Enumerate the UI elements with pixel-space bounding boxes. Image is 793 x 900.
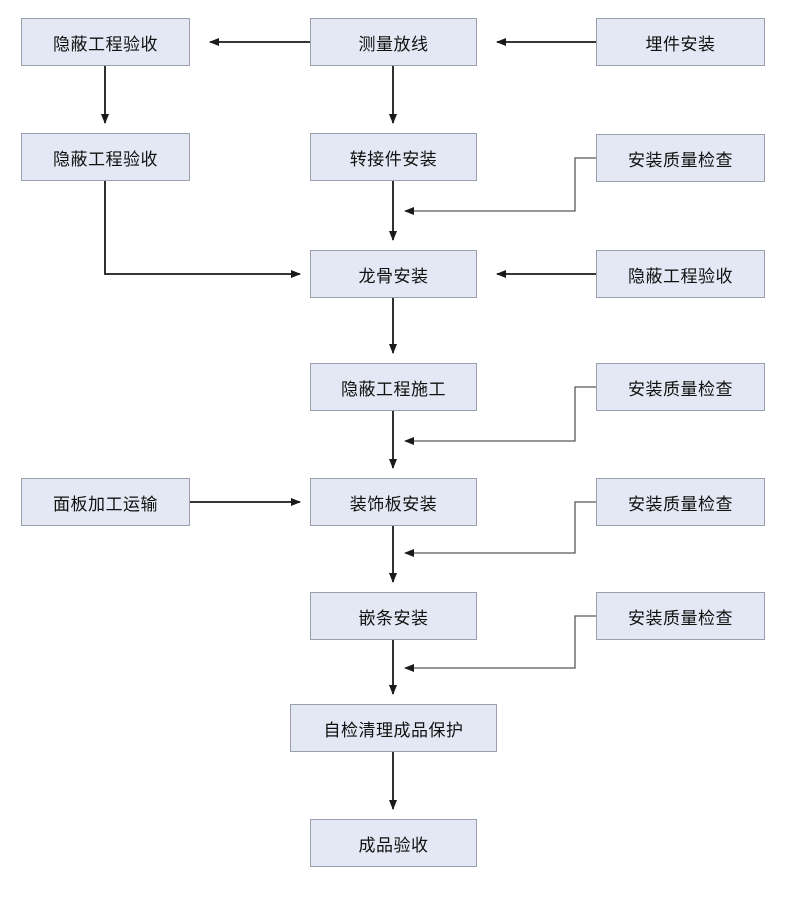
flow-node-n16[interactable]: 自检清理成品保护 <box>290 704 497 752</box>
flow-node-label: 安装质量检查 <box>628 608 733 628</box>
flow-node-label: 安装质量检查 <box>628 379 733 399</box>
flow-node-n9[interactable]: 隐蔽工程施工 <box>310 363 477 411</box>
flow-node-n2[interactable]: 测量放线 <box>310 18 477 66</box>
flow-node-label: 隐蔽工程验收 <box>628 266 733 286</box>
connector-e13 <box>404 501 596 557</box>
flow-node-n5[interactable]: 转接件安装 <box>310 133 477 181</box>
flow-node-label: 面板加工运输 <box>53 494 158 514</box>
flow-node-label: 龙骨安装 <box>358 266 429 286</box>
flow-node-n17[interactable]: 成品验收 <box>310 819 477 867</box>
flow-node-label: 测量放线 <box>358 34 429 54</box>
flow-node-n8[interactable]: 隐蔽工程验收 <box>596 250 765 298</box>
flow-node-n7[interactable]: 龙骨安装 <box>310 250 477 298</box>
flow-node-label: 隐蔽工程验收 <box>53 149 158 169</box>
flow-node-n4[interactable]: 隐蔽工程验收 <box>21 133 190 181</box>
flow-node-n1[interactable]: 隐蔽工程验收 <box>21 18 190 66</box>
flow-node-n3[interactable]: 埋件安装 <box>596 18 765 66</box>
flow-node-n11[interactable]: 面板加工运输 <box>21 478 190 526</box>
flow-node-label: 装饰板安装 <box>349 494 438 514</box>
connector-e10 <box>404 386 596 445</box>
flow-node-n6[interactable]: 安装质量检查 <box>596 134 765 182</box>
flow-node-label: 安装质量检查 <box>628 150 733 170</box>
flow-node-label: 成品验收 <box>358 835 429 855</box>
flow-node-n13[interactable]: 安装质量检查 <box>596 478 765 526</box>
connector-e6 <box>404 157 596 215</box>
connector-e7 <box>104 181 301 278</box>
flow-node-label: 埋件安装 <box>645 34 716 54</box>
flow-node-n14[interactable]: 嵌条安装 <box>310 592 477 640</box>
flow-node-label: 隐蔽工程验收 <box>53 34 158 54</box>
flow-node-label: 嵌条安装 <box>358 608 429 628</box>
flow-node-n10[interactable]: 安装质量检查 <box>596 363 765 411</box>
flow-node-label: 隐蔽工程施工 <box>341 379 446 399</box>
flow-node-n15[interactable]: 安装质量检查 <box>596 592 765 640</box>
flow-node-label: 自检清理成品保护 <box>323 720 464 740</box>
flow-node-n12[interactable]: 装饰板安装 <box>310 478 477 526</box>
flow-node-label: 安装质量检查 <box>628 494 733 514</box>
connector-e15 <box>404 615 596 672</box>
flow-node-label: 转接件安装 <box>349 149 438 169</box>
